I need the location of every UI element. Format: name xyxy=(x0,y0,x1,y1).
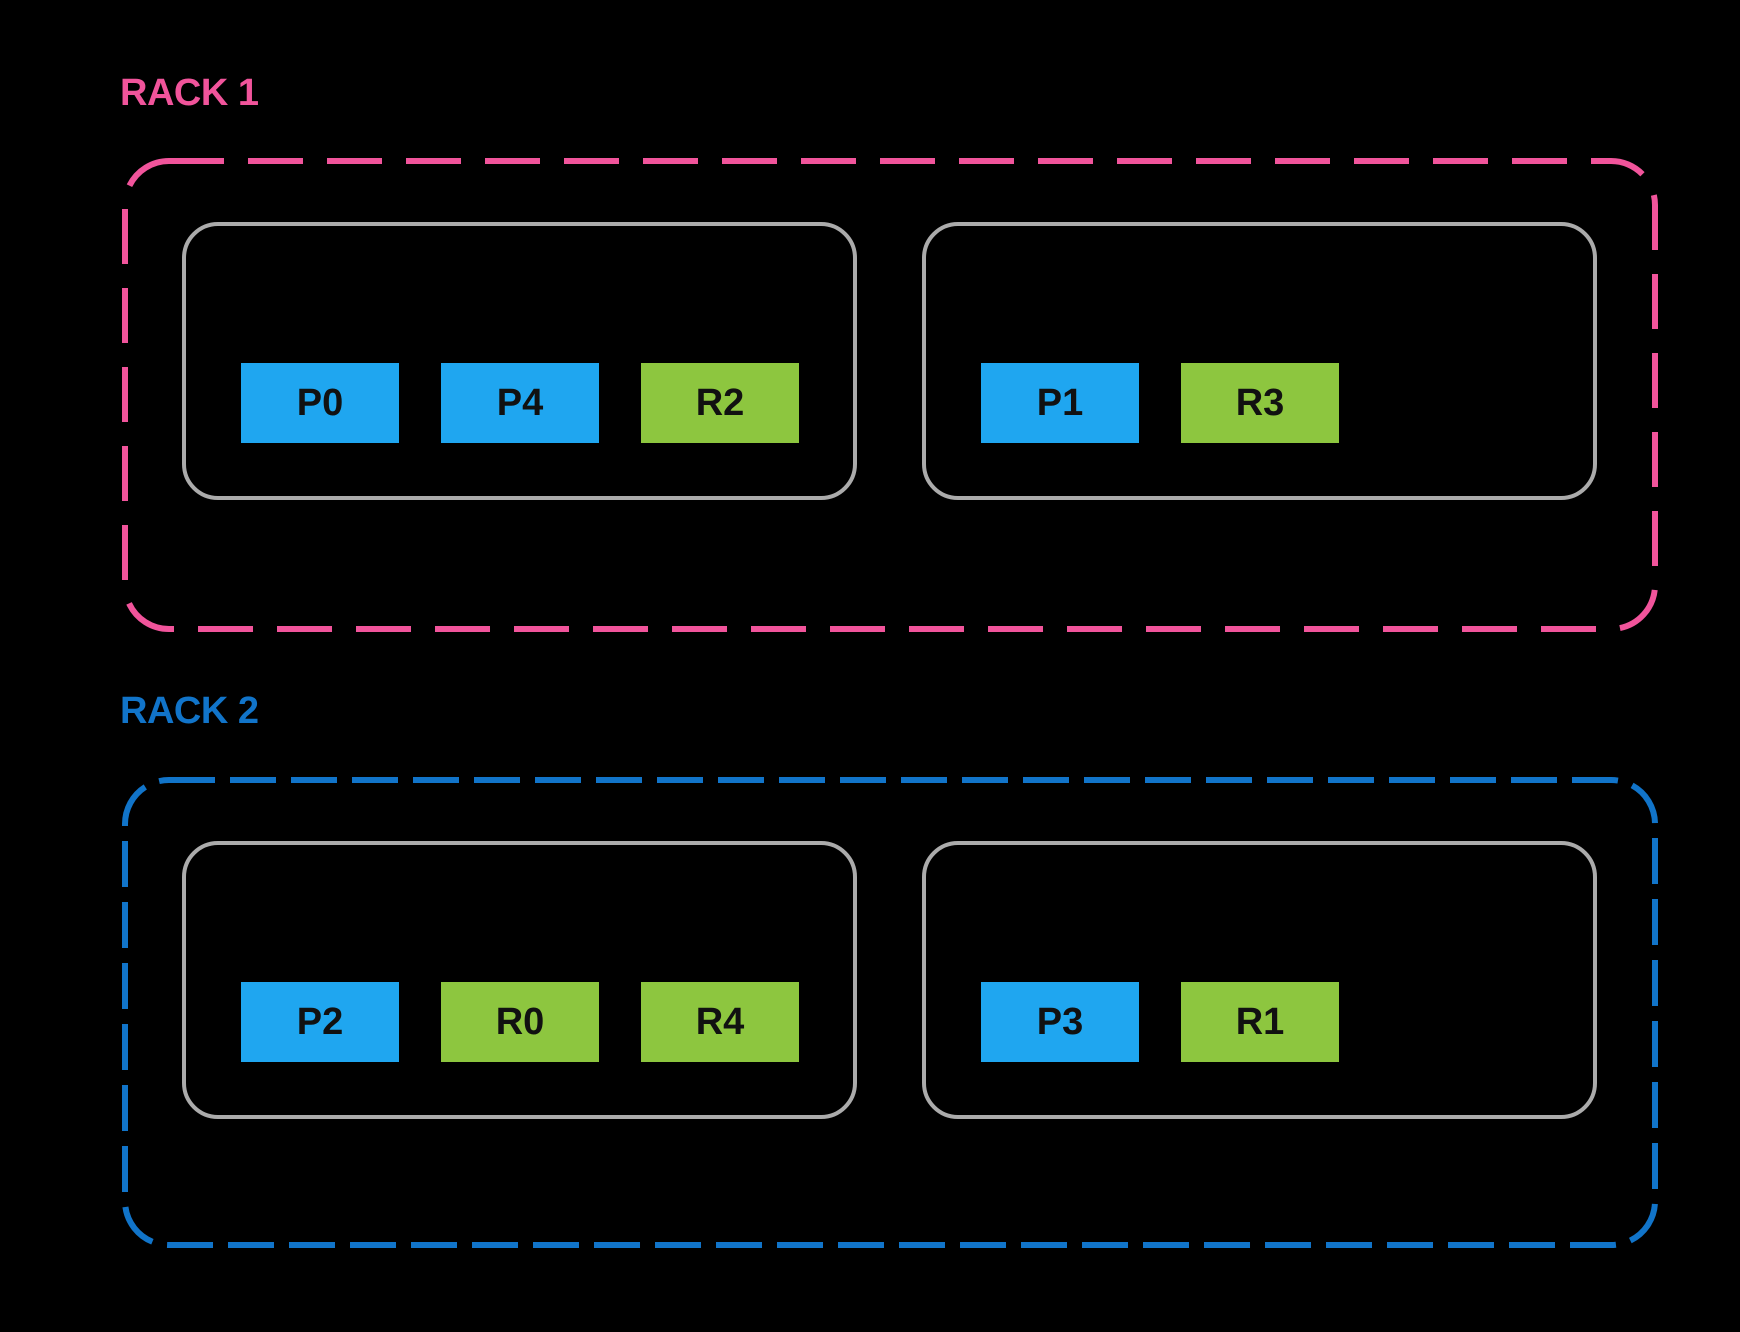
rack-1-node-2: P1 R3 xyxy=(922,222,1597,500)
rack-2-label: RACK 2 xyxy=(120,690,259,732)
chip-p1: P1 xyxy=(981,363,1139,443)
rack-2-node-2: P3 R1 xyxy=(922,841,1597,1119)
chip-r3: R3 xyxy=(1181,363,1339,443)
rack-2-node-1: P2 R0 R4 xyxy=(182,841,857,1119)
chip-p0: P0 xyxy=(241,363,399,443)
rack-1-node-1: P0 P4 R2 xyxy=(182,222,857,500)
chip-r1: R1 xyxy=(1181,982,1339,1062)
chip-p2: P2 xyxy=(241,982,399,1062)
chip-p3: P3 xyxy=(981,982,1139,1062)
chip-r4: R4 xyxy=(641,982,799,1062)
chip-r0: R0 xyxy=(441,982,599,1062)
chip-p4: P4 xyxy=(441,363,599,443)
rack-1-group: P0 P4 R2 P1 R3 xyxy=(122,158,1658,632)
rack-2-group: P2 R0 R4 P3 R1 xyxy=(122,777,1658,1248)
chip-r2: R2 xyxy=(641,363,799,443)
rack-1-label: RACK 1 xyxy=(120,72,259,114)
